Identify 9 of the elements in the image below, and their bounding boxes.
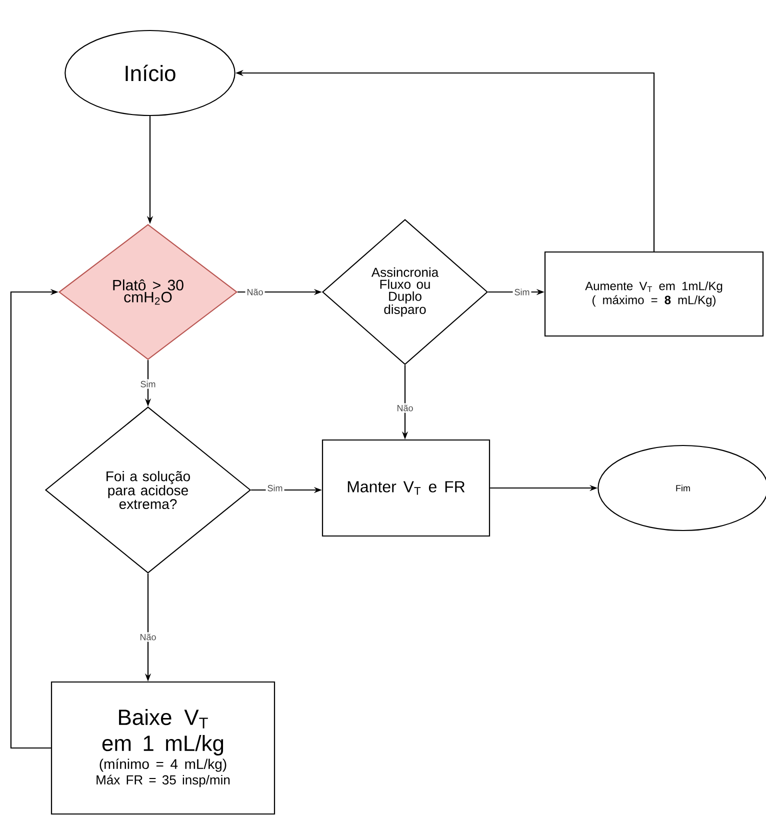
edge-label: Sim [512,287,532,297]
process-box: Manter V$_{T}$ e FR [322,439,490,537]
edge-label: Não [245,287,265,297]
edge-label: Não [395,403,415,413]
process-box: Aumente V$_{T}$ em 1mL/Kg ( máximo = 8 mL/Kg) [544,251,764,337]
edge-label: Não [138,632,158,642]
edge-label: Sim [138,379,158,389]
process-box: Baixe V$_{T}$ em 1 mL/kg (mínimo = 4 mL/kg) Máx FR = 35 insp/min [50,681,276,815]
edge-label: Sim [266,483,284,493]
